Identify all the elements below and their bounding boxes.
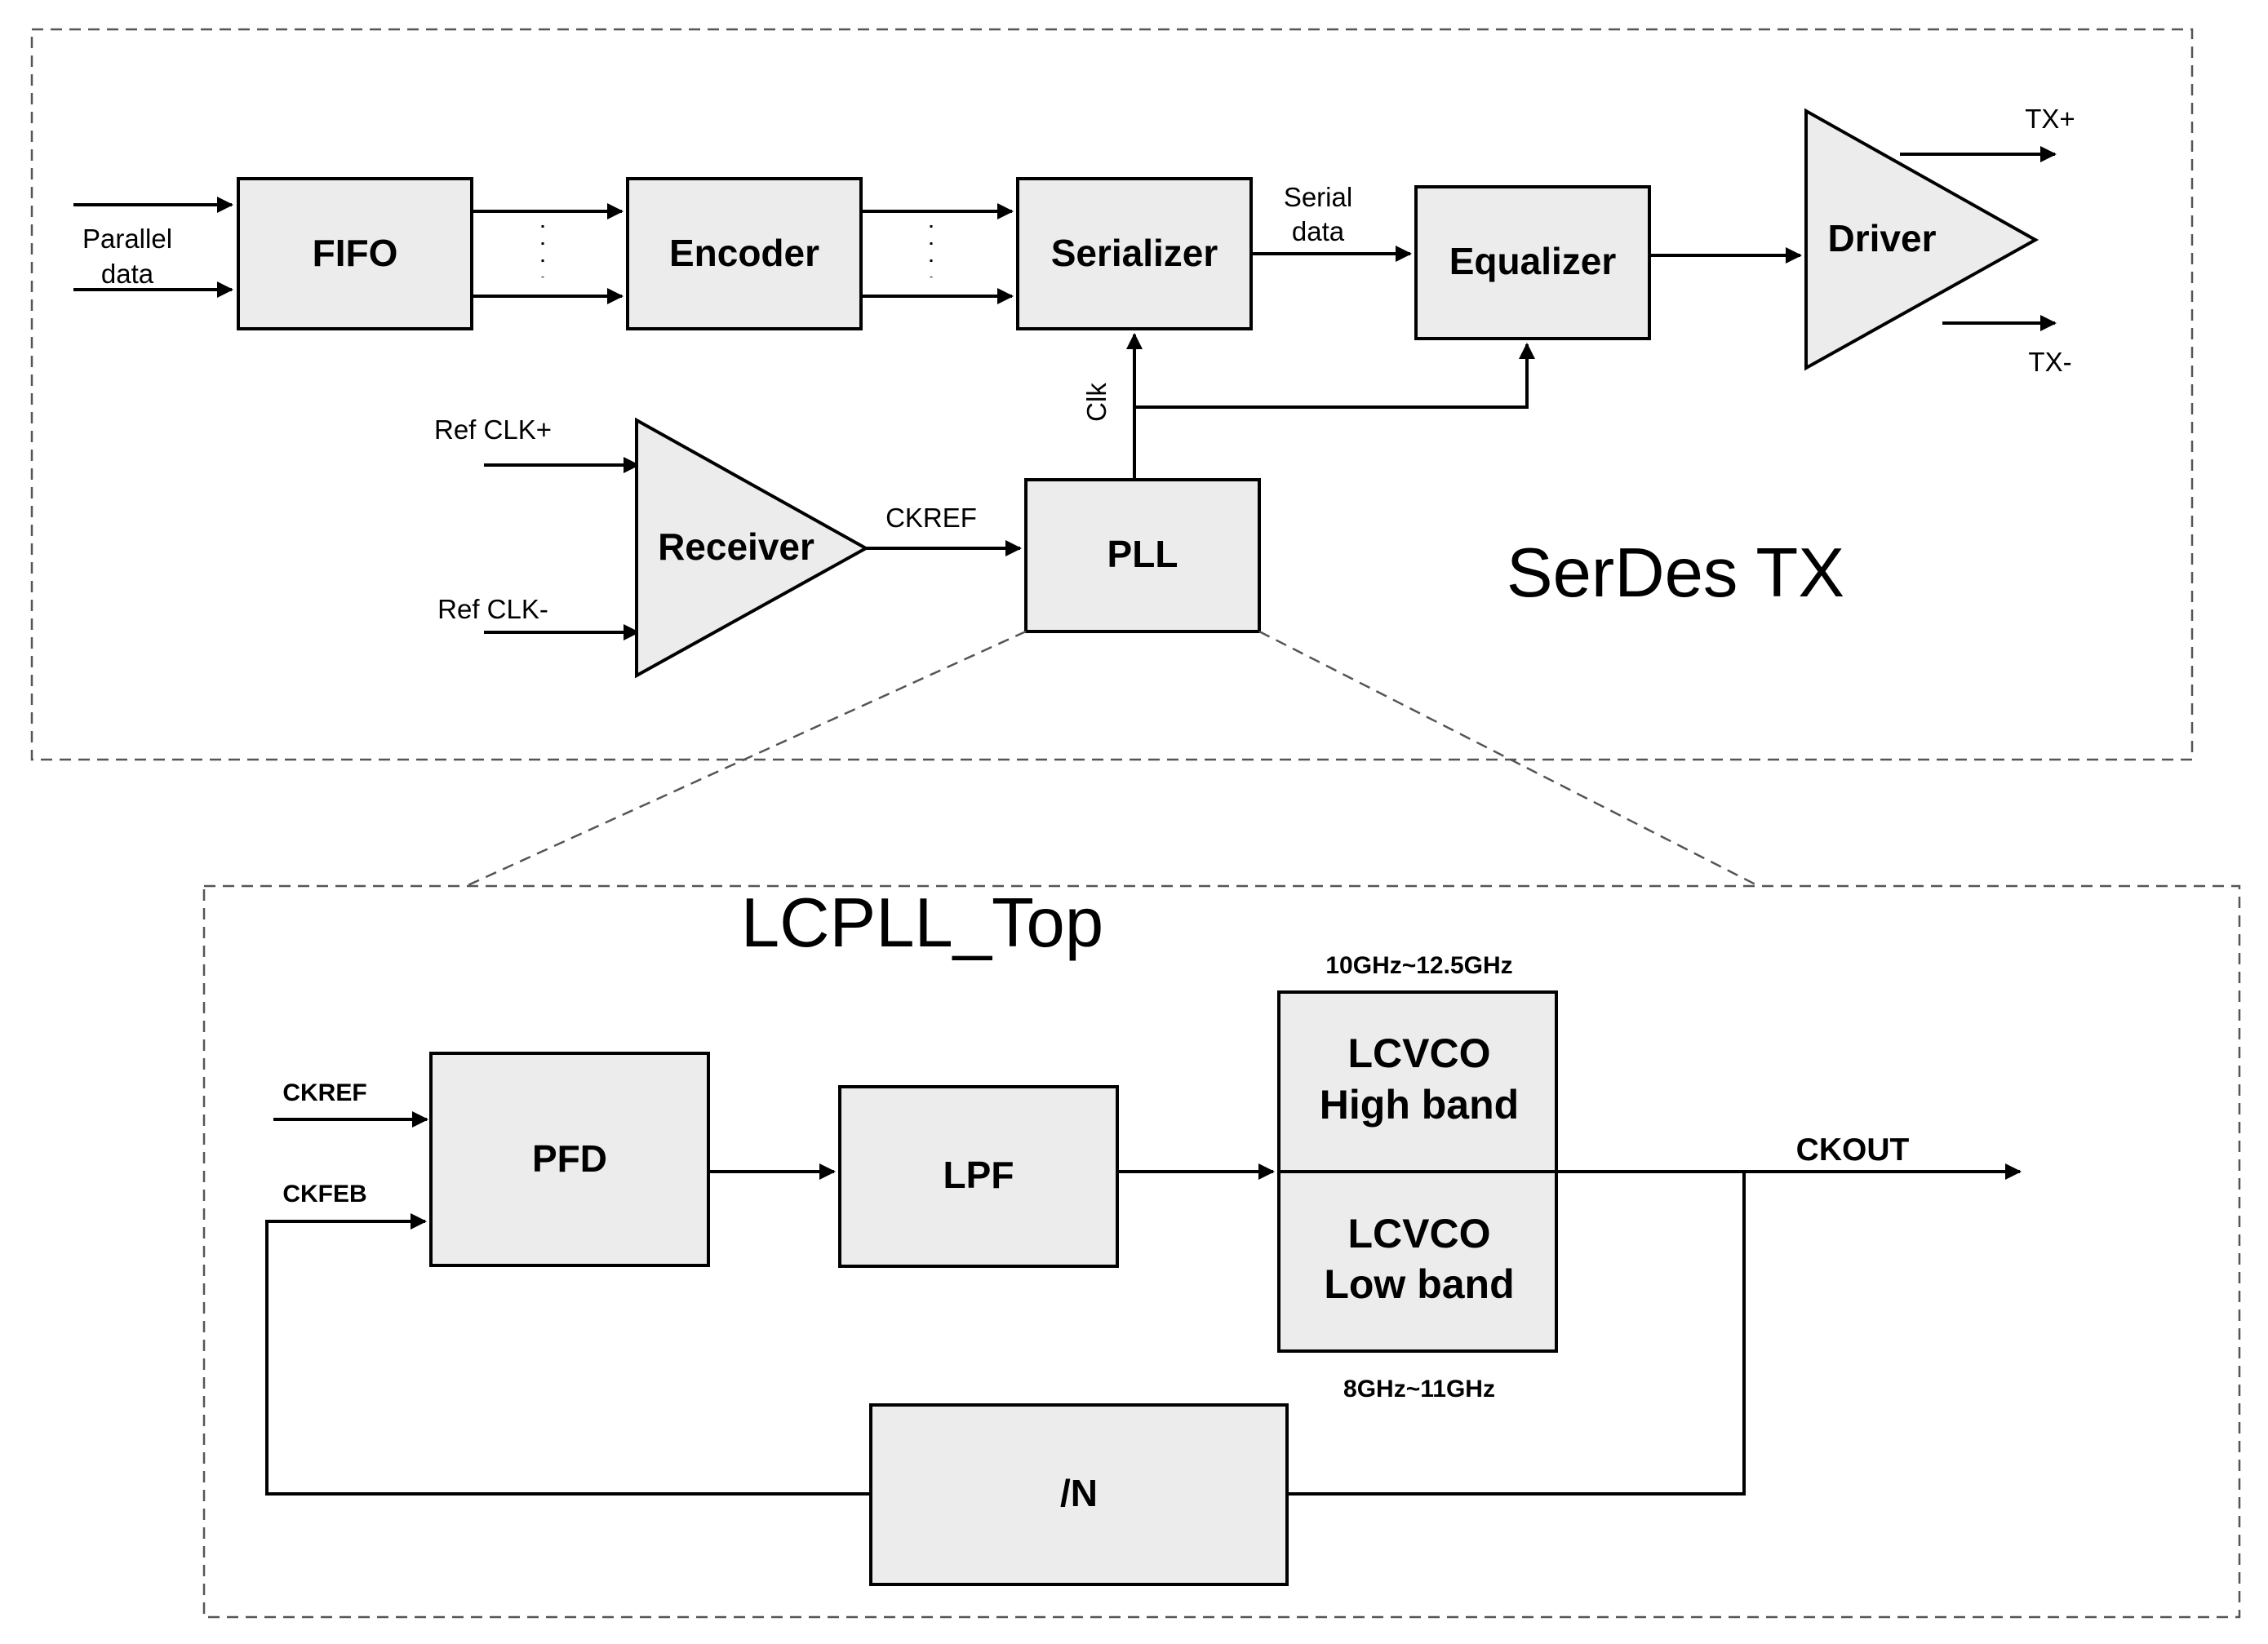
pll-block (1024, 478, 1261, 633)
pll-label: PLL (1107, 533, 1178, 575)
pfd-block (429, 1052, 710, 1267)
serdes-tx-frame (30, 28, 2194, 761)
equalizer-block (1414, 185, 1651, 340)
fifo-block (237, 177, 473, 330)
driver-label: Driver (1828, 217, 1937, 259)
serial-data-label-line1: Serial (1284, 182, 1352, 212)
tx-minus-label: TX- (2028, 347, 2071, 377)
receiver-label: Receiver (658, 525, 814, 568)
vco-high-band-block (1277, 990, 1558, 1173)
ckout-to-divider-feedback-wire (1287, 1172, 1746, 1496)
vco-high-band-range: 10GHz~12.5GHz (1325, 952, 1512, 979)
serializer-label: Serializer (1051, 232, 1218, 274)
pfd-label: PFD (532, 1137, 607, 1180)
vco-high-band-label-line1: LCVCO (1348, 1030, 1491, 1076)
tx-plus-label: TX+ (2025, 104, 2075, 134)
parallel-data-label-line1: Parallel (82, 224, 172, 254)
receiver-triangle (635, 417, 870, 679)
lcpll-top-title: LCPLL_Top (741, 884, 1103, 962)
parallel-data-label-line2: data (101, 259, 154, 289)
pll-ckref-label: CKREF (282, 1079, 366, 1106)
vco-high-band-label-line2: High band (1320, 1082, 1519, 1128)
ckout-label: CKOUT (1796, 1132, 1910, 1168)
vco-low-band-block (1277, 1170, 1558, 1353)
zoom-guide-left (465, 630, 1027, 888)
divider-label: /N (1060, 1472, 1098, 1514)
vco-low-band-label-line1: LCVCO (1348, 1211, 1491, 1256)
ckref-label: CKREF (885, 503, 977, 533)
driver-triangle (1804, 108, 2039, 371)
encoder-label: Encoder (669, 232, 819, 274)
divider-to-pfd-feedback-wire (265, 1213, 871, 1496)
pll-ckfeb-label: CKFEB (282, 1181, 366, 1208)
lpf-block (838, 1085, 1119, 1268)
equalizer-label: Equalizer (1449, 240, 1617, 282)
vco-low-band-range: 8GHz~11GHz (1343, 1376, 1495, 1402)
ref-clk-plus-label: Ref CLK+ (434, 414, 552, 445)
lcpll-top-frame (202, 884, 2241, 1619)
serdes-tx-title: SerDes TX (1507, 534, 1844, 612)
serial-data-label-line2: data (1292, 216, 1345, 246)
divider-block (869, 1403, 1289, 1586)
fifo-label: FIFO (313, 232, 398, 274)
vco-low-band-label-line2: Low band (1324, 1261, 1514, 1307)
ref-clk-minus-label: Ref CLK- (437, 594, 548, 624)
clk-to-equalizer-wire (1134, 343, 1535, 409)
clk-label: Clk (1081, 383, 1112, 422)
encoder-block (626, 177, 863, 330)
lpf-label: LPF (943, 1154, 1014, 1196)
